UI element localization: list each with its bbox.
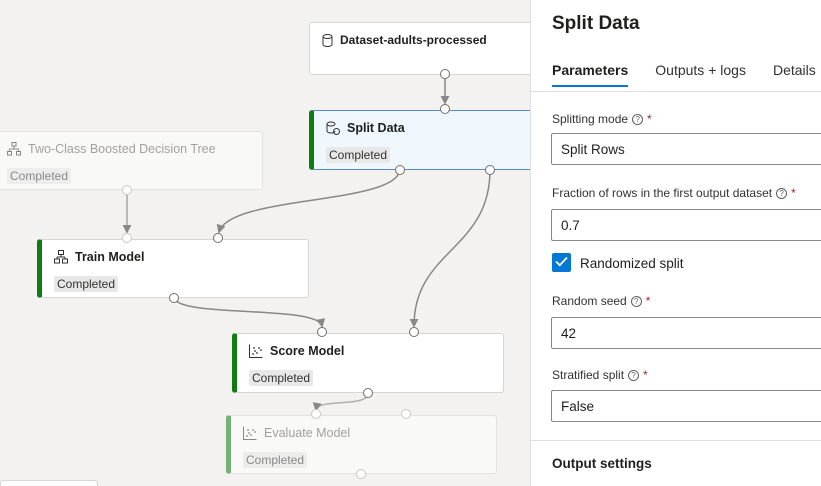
module-dataset-title: Dataset-adults-processed bbox=[322, 33, 487, 47]
module-evaluate-label: Evaluate Model bbox=[264, 426, 351, 440]
port-boosted-out[interactable] bbox=[122, 185, 132, 195]
random-seed-label-text: Random seed bbox=[552, 294, 627, 308]
port-evaluate-out[interactable] bbox=[356, 469, 366, 479]
module-train-label: Train Model bbox=[75, 250, 145, 264]
module-evaluate-model[interactable]: Evaluate Model Completed bbox=[226, 415, 497, 474]
wire-score-evaluate bbox=[312, 392, 369, 412]
module-dataset-label: Dataset-adults-processed bbox=[340, 33, 487, 47]
module-split-data[interactable]: Split Data Completed bbox=[309, 110, 530, 170]
splitting-mode-label: Splitting mode ? * bbox=[552, 112, 652, 126]
stratified-split-label: Stratified split ? * bbox=[552, 368, 648, 382]
output-settings-header[interactable]: Output settings bbox=[552, 456, 652, 471]
port-split-in[interactable] bbox=[440, 104, 450, 114]
port-score-out[interactable] bbox=[363, 388, 373, 398]
module-split-title: Split Data bbox=[326, 121, 405, 135]
wire-split-score bbox=[409, 169, 491, 328]
tree-icon bbox=[7, 142, 21, 156]
required-mark: * bbox=[791, 186, 796, 200]
status-badge: Completed bbox=[54, 276, 119, 292]
fraction-input[interactable]: 0.7 bbox=[551, 209, 821, 241]
port-split-out-left[interactable] bbox=[395, 165, 405, 175]
port-train-in-left[interactable] bbox=[122, 233, 132, 243]
stratified-split-label-text: Stratified split bbox=[552, 368, 625, 382]
split-data-icon bbox=[326, 121, 340, 135]
module-score-label: Score Model bbox=[270, 344, 345, 358]
port-dataset-out[interactable] bbox=[440, 69, 450, 79]
canvas-minimap-corner[interactable] bbox=[0, 480, 98, 486]
wire-train-score bbox=[173, 297, 326, 328]
panel-title: Split Data bbox=[552, 13, 640, 34]
checkmark-icon bbox=[555, 254, 568, 272]
port-evaluate-in-left[interactable] bbox=[311, 409, 321, 419]
status-badge: Completed bbox=[243, 452, 308, 468]
tabs-divider bbox=[531, 91, 821, 92]
module-boosted-tree[interactable]: Two-Class Boosted Decision Tree Complete… bbox=[0, 131, 263, 190]
fraction-label-text: Fraction of rows in the first output dat… bbox=[552, 186, 773, 200]
module-boosted-label: Two-Class Boosted Decision Tree bbox=[28, 142, 216, 156]
required-mark: * bbox=[647, 112, 652, 126]
port-split-out-right[interactable] bbox=[485, 165, 495, 175]
required-mark: * bbox=[645, 294, 651, 308]
panel-tabs: Parameters Outputs + logs Details bbox=[552, 62, 816, 87]
tab-outputs-logs[interactable]: Outputs + logs bbox=[655, 62, 746, 78]
help-icon[interactable]: ? bbox=[628, 369, 640, 381]
module-score-title: Score Model bbox=[249, 344, 344, 358]
train-icon bbox=[54, 250, 68, 264]
module-train-title: Train Model bbox=[54, 250, 144, 264]
splitting-mode-dropdown[interactable]: Split Rows bbox=[551, 133, 821, 165]
fraction-label: Fraction of rows in the first output dat… bbox=[552, 186, 796, 200]
module-train-model[interactable]: Train Model Completed bbox=[37, 239, 309, 298]
random-seed-label: Random seed ? * bbox=[552, 294, 650, 308]
properties-panel: Split Data Parameters Outputs + logs Det… bbox=[530, 0, 821, 486]
module-evaluate-title: Evaluate Model bbox=[243, 426, 350, 440]
splitting-mode-label-text: Splitting mode bbox=[552, 112, 629, 126]
module-boosted-title: Two-Class Boosted Decision Tree bbox=[7, 142, 216, 156]
status-badge: Completed bbox=[7, 168, 72, 184]
stratified-split-dropdown[interactable]: False bbox=[551, 390, 821, 422]
port-evaluate-in-right[interactable] bbox=[401, 409, 411, 419]
port-score-in-right[interactable] bbox=[409, 327, 419, 337]
module-dataset[interactable]: Dataset-adults-processed bbox=[309, 22, 530, 75]
random-seed-input[interactable]: 42 bbox=[551, 317, 821, 349]
module-score-model[interactable]: Score Model Completed bbox=[232, 333, 504, 393]
section-divider bbox=[531, 440, 821, 441]
randomized-split-label: Randomized split bbox=[580, 256, 684, 271]
pipeline-canvas[interactable]: Dataset-adults-processed Split Data Comp… bbox=[0, 0, 530, 486]
help-icon[interactable]: ? bbox=[632, 113, 644, 125]
help-icon[interactable]: ? bbox=[630, 295, 642, 307]
port-score-in-left[interactable] bbox=[317, 327, 327, 337]
database-icon bbox=[322, 33, 333, 47]
randomized-split-checkbox[interactable] bbox=[552, 253, 571, 272]
module-split-label: Split Data bbox=[347, 121, 405, 135]
port-train-in-right[interactable] bbox=[213, 233, 223, 243]
tab-parameters[interactable]: Parameters bbox=[552, 62, 629, 87]
scatter-icon bbox=[243, 426, 257, 440]
required-mark: * bbox=[643, 368, 648, 382]
help-icon[interactable]: ? bbox=[776, 187, 788, 199]
status-badge: Completed bbox=[249, 370, 314, 386]
port-train-out[interactable] bbox=[169, 293, 179, 303]
tab-details[interactable]: Details bbox=[772, 62, 816, 78]
scatter-icon bbox=[249, 344, 263, 358]
status-badge: Completed bbox=[326, 147, 391, 163]
